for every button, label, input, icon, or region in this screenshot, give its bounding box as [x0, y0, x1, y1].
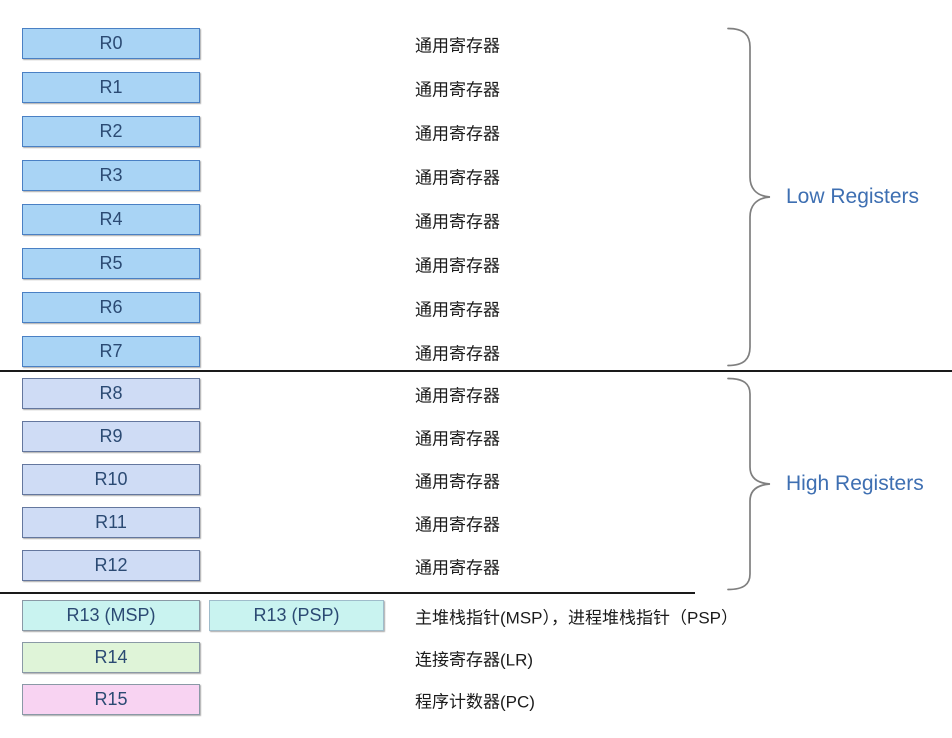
- register-box-r11: R11: [22, 507, 200, 538]
- register-box-r12: R12: [22, 550, 200, 581]
- register-box-r13-msp: R13 (MSP): [22, 600, 200, 631]
- register-row-r13: R13 (MSP) R13 (PSP) 主堆栈指针(MSP），进程堆栈指针（PS…: [22, 600, 738, 631]
- register-desc-r10: 通用寄存器: [415, 472, 500, 491]
- register-desc-r2: 通用寄存器: [415, 124, 500, 143]
- register-box-r0: R0: [22, 28, 200, 59]
- low-high-divider-line: [0, 370, 952, 372]
- register-row-r12: R12 通用寄存器: [22, 550, 500, 581]
- register-box-r3: R3: [22, 160, 200, 191]
- register-desc-r7: 通用寄存器: [415, 344, 500, 363]
- register-row-r2: R2 通用寄存器: [22, 116, 500, 147]
- register-desc-r14: 连接寄存器(LR): [415, 650, 534, 669]
- register-row-r10: R10 通用寄存器: [22, 464, 500, 495]
- high-registers-section: R8 通用寄存器 R9 通用寄存器 R10 通用寄存器 R11 通用寄存器 R1…: [22, 378, 500, 593]
- high-special-divider-line: [0, 592, 695, 594]
- register-desc-r1: 通用寄存器: [415, 80, 500, 99]
- register-box-r1: R1: [22, 72, 200, 103]
- register-box-r8: R8: [22, 378, 200, 409]
- register-row-r6: R6 通用寄存器: [22, 292, 500, 323]
- register-box-r7: R7: [22, 336, 200, 367]
- high-registers-label: High Registers: [786, 472, 924, 495]
- register-desc-r11: 通用寄存器: [415, 515, 500, 534]
- register-box-r9: R9: [22, 421, 200, 452]
- register-row-r4: R4 通用寄存器: [22, 204, 500, 235]
- register-box-r15: R15: [22, 684, 200, 715]
- register-row-r5: R5 通用寄存器: [22, 248, 500, 279]
- register-desc-r6: 通用寄存器: [415, 300, 500, 319]
- register-box-r2: R2: [22, 116, 200, 147]
- low-registers-brace-icon: [727, 27, 771, 367]
- register-row-r1: R1 通用寄存器: [22, 72, 500, 103]
- special-registers-section: R13 (MSP) R13 (PSP) 主堆栈指针(MSP），进程堆栈指针（PS…: [22, 600, 738, 726]
- register-desc-r3: 通用寄存器: [415, 168, 500, 187]
- high-registers-brace-icon: [727, 377, 771, 591]
- register-desc-r0: 通用寄存器: [415, 36, 500, 55]
- register-desc-r9: 通用寄存器: [415, 429, 500, 448]
- register-desc-r5: 通用寄存器: [415, 256, 500, 275]
- register-row-r3: R3 通用寄存器: [22, 160, 500, 191]
- register-row-r15: R15 程序计数器(PC): [22, 684, 535, 715]
- low-registers-section: R0 通用寄存器 R1 通用寄存器 R2 通用寄存器 R3 通用寄存器 R4 通…: [22, 28, 500, 380]
- low-registers-label: Low Registers: [786, 185, 920, 208]
- register-box-r14: R14: [22, 642, 200, 673]
- register-desc-r15: 程序计数器(PC): [415, 692, 535, 711]
- register-desc-r8: 通用寄存器: [415, 386, 500, 405]
- register-row-r7: R7 通用寄存器: [22, 336, 500, 367]
- register-desc-r4: 通用寄存器: [415, 212, 500, 231]
- register-box-r4: R4: [22, 204, 200, 235]
- register-box-r13-psp: R13 (PSP): [209, 600, 384, 631]
- register-box-r6: R6: [22, 292, 200, 323]
- register-row-r9: R9 通用寄存器: [22, 421, 500, 452]
- register-row-r14: R14 连接寄存器(LR): [22, 642, 533, 673]
- register-box-r5: R5: [22, 248, 200, 279]
- register-row-r0: R0 通用寄存器: [22, 28, 500, 59]
- register-row-r11: R11 通用寄存器: [22, 507, 500, 538]
- register-desc-r13: 主堆栈指针(MSP），进程堆栈指针（PSP）: [415, 608, 739, 627]
- register-row-r8: R8 通用寄存器: [22, 378, 500, 409]
- register-box-r10: R10: [22, 464, 200, 495]
- register-desc-r12: 通用寄存器: [415, 558, 500, 577]
